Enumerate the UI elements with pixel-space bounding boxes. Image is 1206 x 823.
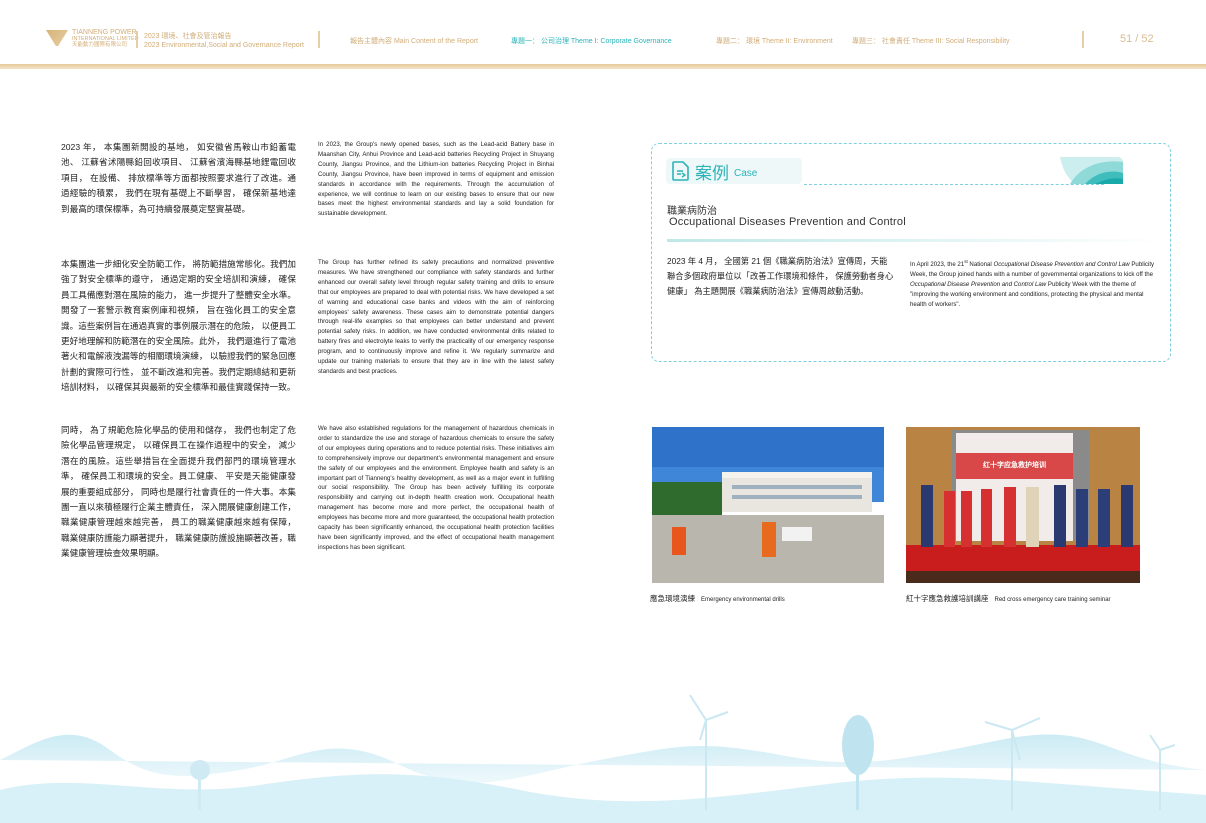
nav-theme-governance[interactable]: 專題一： 公司治理 Theme I: Corporate Governance <box>511 38 672 45</box>
case-tag: 案例 Case <box>666 158 802 184</box>
logo-line: INTERNATIONAL LIMITED <box>72 36 139 42</box>
logo-line: 天能動力國際有限公司 <box>72 42 128 48</box>
case-box: 案例 Case 職業病防治 Occupational Diseases Prev… <box>651 143 1171 362</box>
nav-theme-environment[interactable]: 專題二： 環境 Theme II: Environment <box>716 38 833 45</box>
paragraph-en: In 2023, the Group's newly opened bases,… <box>318 141 554 218</box>
caption-cn: 紅十字應急救護培訓講座 <box>906 594 989 603</box>
divider <box>667 239 1162 242</box>
case-title-en: Occupational Diseases Prevention and Con… <box>669 216 906 228</box>
caption-en: Red cross emergency care training semina… <box>994 597 1111 603</box>
logo-mark-icon <box>46 30 68 46</box>
photo-banner-text: 红十字应急救护培训 <box>983 462 1046 469</box>
landscape-decoration <box>0 694 1206 823</box>
case-title-cn: 職業病防治 <box>667 206 717 217</box>
law-name: Occupational Disease Prevention and Cont… <box>910 280 1047 288</box>
report-title-en: 2023 Environmental,Social and Governance… <box>144 42 304 49</box>
text: In April 2023, the 21 <box>910 261 965 269</box>
wind-turbine-icon <box>689 694 1176 810</box>
report-title: 2023 環境、社會及管治報告 2023 Environmental,Socia… <box>144 32 304 50</box>
leaf-decoration-icon <box>1060 157 1123 184</box>
photo-emergency-drill <box>652 427 884 583</box>
report-title-cn: 2023 環境、社會及管治報告 <box>144 33 232 40</box>
logo-line: TIANNENG POWER <box>72 29 137 36</box>
text: Publicity Week, the Group joined hands w… <box>910 261 1155 278</box>
case-body-en: In April 2023, the 21st National Occupat… <box>910 257 1156 310</box>
photo-caption: 紅十字應急救護培訓講座 Red cross emergency care trai… <box>906 593 1111 604</box>
paragraph-cn: 同時， 為了規範危險化學品的使用和儲存， 我們也制定了危險化學品管理規定， 以確… <box>61 425 296 559</box>
paragraph-cn: 本集團進一步細化安全防範工作， 將防範措施常態化。我們加強了對安全標準的遵守， … <box>61 259 296 393</box>
divider <box>1082 31 1084 48</box>
paragraph-en: The Group has further refined its safety… <box>318 259 554 375</box>
header-bar <box>0 64 1206 69</box>
nav-theme-social[interactable]: 專題三： 社會責任 Theme III: Social Responsibili… <box>852 38 1010 45</box>
divider <box>318 31 320 48</box>
case-body-cn: 2023 年 4 月， 全國第 21 個《職業病防治法》宣傳周，天能聯合多個政府… <box>667 256 894 296</box>
text: st <box>964 259 968 264</box>
page-number: 51 / 52 <box>1120 33 1154 45</box>
nav-main-content[interactable]: 報告主體內容 Main Content of the Report <box>350 38 478 45</box>
caption-en: Emergency environmental drills <box>701 597 785 603</box>
company-logo: TIANNENG POWER INTERNATIONAL LIMITED 天能動… <box>46 29 139 48</box>
photo-red-cross-seminar: 红十字应急救护培训 <box>906 427 1140 583</box>
case-tag-cn: 案例 <box>695 163 729 183</box>
divider <box>804 184 1104 185</box>
document-icon <box>672 161 689 181</box>
text: Publicity Week with the theme of "improv… <box>910 280 1144 308</box>
law-name: Occupational Disease Prevention and Cont… <box>993 261 1130 269</box>
text: National <box>967 261 994 269</box>
paragraph-en: We have also established regulations for… <box>318 425 554 551</box>
paragraph-cn: 2023 年， 本集團新開設的基地， 如安徽省馬鞍山市鉛蓄電池、 江蘇省沭陽縣鉛… <box>61 142 296 214</box>
photo-caption: 應急環境演練 Emergency environmental drills <box>650 593 785 604</box>
divider <box>136 31 138 48</box>
case-tag-en: Case <box>734 167 758 179</box>
caption-cn: 應急環境演練 <box>650 594 695 603</box>
report-header: TIANNENG POWER INTERNATIONAL LIMITED 天能動… <box>0 0 1206 64</box>
